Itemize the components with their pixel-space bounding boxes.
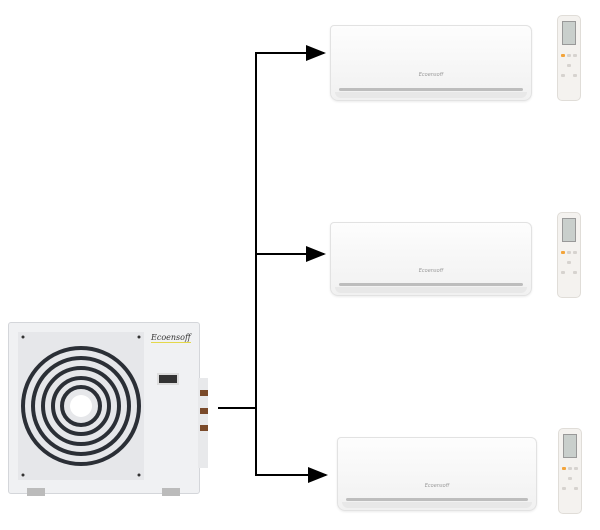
indoor-unit-2: Ecoensoff [330, 222, 532, 296]
fan-grille [18, 332, 144, 480]
valve [200, 408, 208, 414]
indoor-logo: Ecoensoff [418, 71, 444, 78]
fan-icon [21, 335, 141, 477]
handle-slot [157, 373, 179, 385]
valve [200, 390, 208, 396]
indoor-logo: Ecoensoff [418, 267, 444, 274]
foot [27, 488, 45, 496]
foot [162, 488, 180, 496]
remote-control-3 [558, 428, 582, 514]
outdoor-unit: Ecoensoff [8, 322, 200, 494]
valve [200, 425, 208, 431]
valve-panel [198, 378, 208, 468]
indoor-unit-1: Ecoensoff [330, 25, 532, 101]
remote-control-1 [557, 15, 581, 101]
remote-control-2 [557, 212, 581, 298]
outdoor-logo: Ecoensoff [151, 333, 191, 343]
indoor-logo: Ecoensoff [424, 482, 450, 489]
indoor-unit-3: Ecoensoff [337, 437, 537, 511]
